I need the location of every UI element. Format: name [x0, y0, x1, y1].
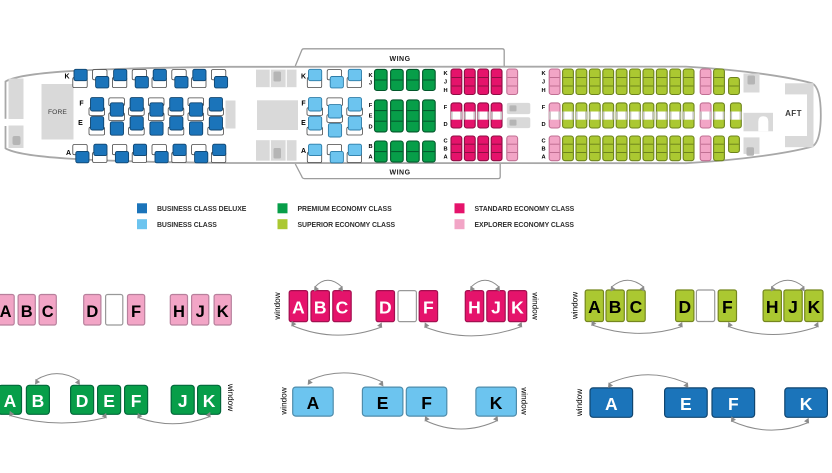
svg-text:J: J	[788, 297, 798, 317]
svg-text:window: window	[520, 386, 529, 414]
svg-text:D: D	[678, 297, 691, 317]
svg-text:AFT: AFT	[785, 109, 802, 118]
svg-text:H: H	[468, 297, 481, 317]
svg-text:J: J	[196, 303, 205, 321]
svg-text:B: B	[32, 391, 45, 411]
svg-text:E: E	[680, 394, 692, 414]
svg-text:J: J	[491, 297, 501, 317]
svg-text:K: K	[217, 303, 229, 321]
svg-text:H: H	[541, 88, 545, 94]
svg-text:window: window	[571, 292, 580, 320]
svg-text:F: F	[421, 393, 432, 413]
svg-text:FORE: FORE	[48, 109, 67, 116]
svg-text:C: C	[541, 138, 545, 144]
svg-text:K: K	[64, 73, 69, 80]
svg-text:F: F	[369, 103, 373, 109]
svg-text:A: A	[0, 303, 12, 321]
svg-text:K: K	[368, 73, 373, 79]
svg-text:EXPLORER ECONOMY CLASS: EXPLORER ECONOMY CLASS	[475, 222, 575, 229]
svg-text:B: B	[21, 303, 33, 321]
svg-text:SUPERIOR ECONOMY CLASS: SUPERIOR ECONOMY CLASS	[298, 222, 396, 229]
svg-text:E: E	[301, 120, 306, 127]
svg-text:BUSINESS CLASS DELUXE: BUSINESS CLASS DELUXE	[157, 206, 247, 213]
svg-text:H: H	[443, 88, 447, 94]
svg-text:J: J	[178, 391, 188, 411]
svg-text:F: F	[423, 297, 434, 317]
svg-text:E: E	[369, 114, 373, 120]
svg-text:B: B	[314, 297, 327, 317]
svg-text:H: H	[173, 303, 185, 321]
svg-text:E: E	[103, 391, 115, 411]
svg-text:BUSINESS CLASS: BUSINESS CLASS	[157, 222, 217, 229]
svg-text:D: D	[368, 124, 372, 130]
svg-text:J: J	[542, 80, 545, 86]
svg-text:C: C	[443, 138, 447, 144]
svg-text:D: D	[541, 122, 545, 128]
svg-text:C: C	[336, 297, 349, 317]
svg-text:A: A	[541, 155, 545, 161]
svg-text:F: F	[79, 100, 84, 107]
svg-text:K: K	[301, 73, 306, 80]
svg-text:window: window	[226, 383, 235, 411]
svg-text:K: K	[808, 297, 821, 317]
svg-text:A: A	[605, 394, 618, 414]
svg-text:J: J	[369, 80, 372, 86]
svg-text:A: A	[4, 391, 17, 411]
svg-text:J: J	[444, 80, 447, 86]
svg-text:K: K	[541, 71, 546, 77]
svg-text:WING: WING	[389, 170, 410, 177]
svg-text:H: H	[766, 297, 779, 317]
svg-text:F: F	[131, 303, 141, 321]
svg-text:K: K	[511, 297, 524, 317]
svg-text:A: A	[588, 297, 601, 317]
svg-text:K: K	[800, 394, 813, 414]
svg-text:STANDARD ECONOMY CLASS: STANDARD ECONOMY CLASS	[475, 206, 575, 213]
svg-text:K: K	[203, 391, 216, 411]
svg-text:F: F	[722, 297, 733, 317]
svg-text:A: A	[66, 150, 71, 157]
svg-text:window: window	[280, 387, 289, 415]
svg-text:B: B	[443, 147, 447, 153]
svg-text:D: D	[443, 122, 447, 128]
svg-text:E: E	[377, 393, 389, 413]
svg-text:B: B	[368, 144, 372, 150]
svg-text:K: K	[443, 71, 448, 77]
svg-text:K: K	[490, 393, 503, 413]
svg-text:window: window	[273, 292, 282, 320]
svg-text:F: F	[542, 105, 546, 111]
svg-text:D: D	[86, 303, 98, 321]
svg-text:window: window	[830, 388, 832, 416]
svg-text:F: F	[728, 394, 739, 414]
svg-text:F: F	[301, 100, 306, 107]
svg-text:A: A	[292, 297, 305, 317]
svg-text:PREMIUM ECONOMY CLASS: PREMIUM ECONOMY CLASS	[298, 206, 393, 213]
svg-text:window: window	[575, 389, 584, 417]
svg-text:B: B	[609, 297, 622, 317]
svg-text:A: A	[368, 154, 372, 160]
svg-text:window: window	[831, 291, 832, 319]
svg-text:F: F	[131, 391, 142, 411]
svg-text:E: E	[78, 120, 83, 127]
svg-text:A: A	[307, 393, 320, 413]
svg-text:C: C	[42, 303, 54, 321]
svg-text:window: window	[531, 291, 540, 319]
svg-text:B: B	[541, 147, 545, 153]
svg-text:A: A	[301, 148, 306, 155]
svg-text:C: C	[630, 297, 643, 317]
svg-text:WING: WING	[389, 56, 410, 63]
svg-text:A: A	[443, 155, 447, 161]
svg-text:F: F	[444, 105, 448, 111]
svg-text:D: D	[76, 391, 89, 411]
svg-text:D: D	[379, 297, 392, 317]
